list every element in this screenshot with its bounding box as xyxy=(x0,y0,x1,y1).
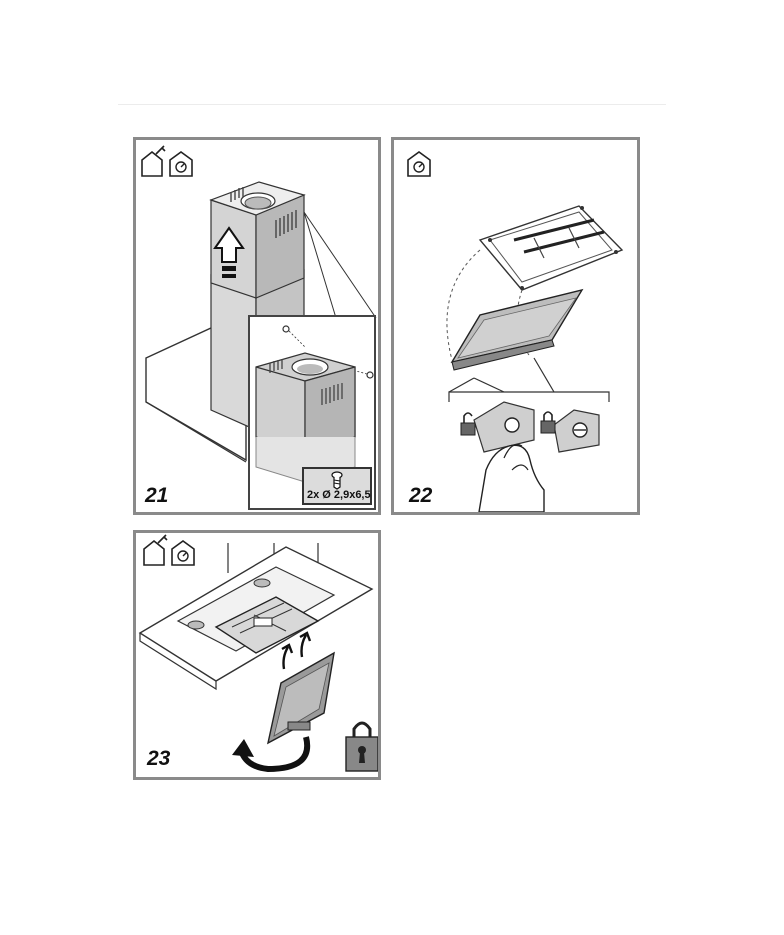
step-number: 22 xyxy=(409,484,433,507)
filter-house-icon xyxy=(407,151,431,177)
step-21-detail-inset: 2x Ø 2,9x6,5 xyxy=(248,315,376,510)
screw-icon xyxy=(366,371,374,379)
step-23-illustration xyxy=(138,534,378,773)
step-22-panel: 22 xyxy=(391,137,640,515)
tools-house-icon xyxy=(141,145,166,177)
rotate-arrow-icon xyxy=(239,736,311,773)
hand-icon xyxy=(478,444,545,512)
step-number: 21 xyxy=(145,484,169,507)
step-23-panel: 23 xyxy=(133,530,381,780)
filter-house-icon xyxy=(171,540,195,566)
tools-house-icon xyxy=(143,534,168,566)
padlock-open-icon xyxy=(460,412,476,436)
screw-spec-box: 2x Ø 2,9x6,5 xyxy=(302,467,372,505)
screw-spec-label: 2x Ø 2,9x6,5 xyxy=(307,489,371,501)
top-divider xyxy=(118,104,666,105)
screw-icon xyxy=(282,325,290,333)
filter-house-icon xyxy=(169,151,193,177)
insert-arrow-icon xyxy=(281,631,312,670)
padlock-closed-icon xyxy=(540,411,556,434)
lift-arrow-icon xyxy=(213,226,245,278)
step-number: 23 xyxy=(147,747,171,770)
padlock-closed-icon xyxy=(345,721,378,772)
step-21-panel: 2x Ø 2,9x6,5 21 xyxy=(133,137,381,515)
screw-icon xyxy=(331,471,343,490)
step-22-illustration xyxy=(407,151,624,512)
